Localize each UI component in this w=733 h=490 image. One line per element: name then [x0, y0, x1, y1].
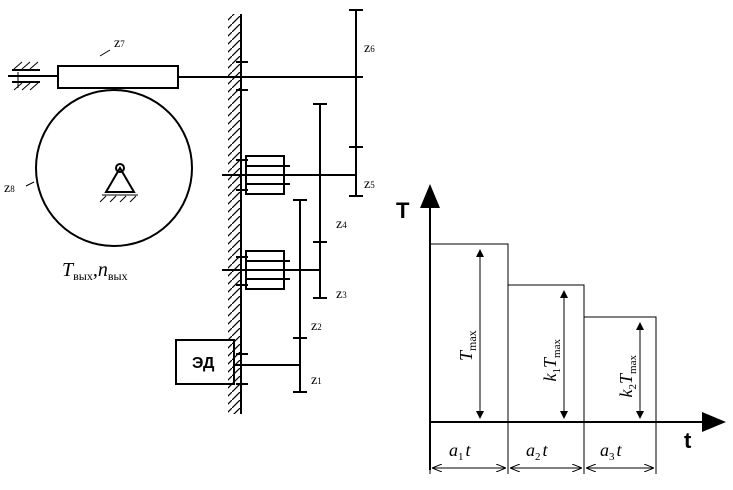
output-label: Tвых,nвых	[62, 259, 128, 283]
gear-label-z5: z5	[364, 177, 375, 192]
motor-label: ЭД	[192, 355, 215, 372]
left-support	[12, 61, 40, 91]
intermediate-shaft-2	[222, 250, 320, 290]
intermediate-shaft-1	[222, 155, 356, 195]
load-step-2	[507, 284, 585, 423]
gear-z2	[293, 199, 307, 392]
worm-z7	[8, 49, 358, 89]
worm-wheel-z8	[25, 89, 193, 247]
gear-z4	[313, 103, 327, 298]
x-axis-label: t	[684, 428, 692, 453]
gear-z5	[349, 146, 363, 197]
y-axis-label: T	[396, 198, 410, 223]
load-step-3	[583, 316, 657, 423]
gear-label-z6: z6	[364, 41, 375, 56]
level-label-1: Tmax	[456, 330, 479, 361]
level-label-2: k1Tmax	[540, 339, 563, 382]
level-label-3: k2Tmax	[616, 355, 639, 398]
gear-label-z2: z2	[311, 319, 322, 334]
gear-label-z3: z3	[336, 287, 347, 302]
gear-label-z7: z7	[114, 36, 125, 51]
gear-label-z1: z1	[311, 373, 322, 388]
gear-label-z4: z4	[336, 217, 347, 232]
housing-wall	[228, 14, 242, 414]
electric-motor	[175, 339, 300, 385]
gear-label-z8: z8	[4, 181, 15, 196]
gear-z6	[349, 9, 363, 196]
